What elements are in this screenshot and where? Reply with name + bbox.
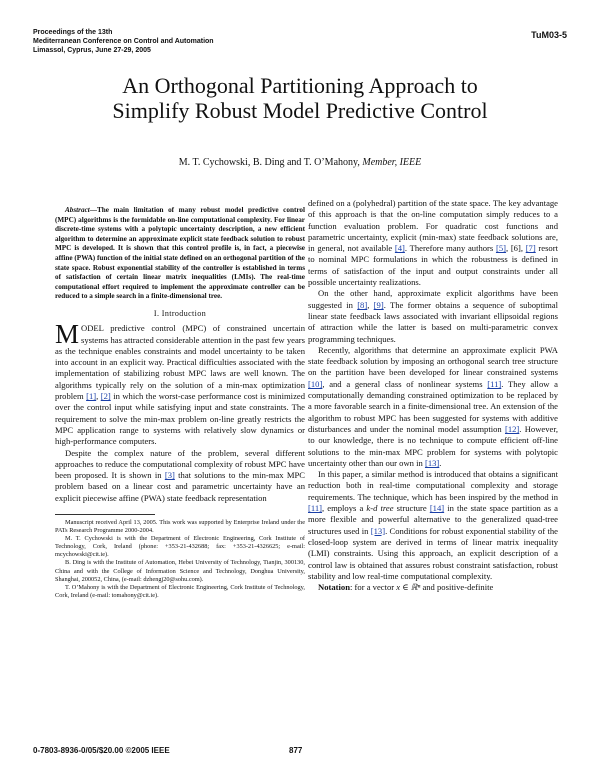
footnote-author-1: M. T. Cychowski is with the Department o…	[55, 535, 305, 559]
left-column: Abstract—The main limitation of many rob…	[55, 206, 305, 600]
intro-p2-text-a: Despite the complex nature of the proble…	[55, 447, 305, 481]
paper-title: An Orthogonal Partitioning Approach to S…	[0, 73, 600, 123]
right-paragraph-4: In this paper, a similar method is intro…	[308, 469, 558, 582]
proceedings-line-2: Mediterranean Conference on Control and …	[33, 38, 214, 45]
proceedings-header: Proceedings of the 13th Mediterranean Co…	[33, 28, 214, 55]
drop-cap: M	[55, 319, 80, 350]
citation-link[interactable]: [13]	[370, 525, 386, 536]
right-p4-text-a: In this paper, a similar method is intro…	[308, 469, 558, 502]
citation-link[interactable]: [12]	[504, 423, 520, 434]
author-membership: Member, IEEE	[362, 157, 422, 168]
isbn-footer: 0-7803-8936-0/05/$20.00 ©2005 IEEE	[33, 746, 170, 755]
right-p3-text-a: Recently, algorithms that determine an a…	[308, 344, 558, 378]
proceedings-line-1: Proceedings of the 13th	[33, 29, 113, 36]
footnote-author-3: T. O’Mahony is with the Department of El…	[55, 583, 305, 599]
page-number: 877	[289, 746, 303, 755]
right-p1-text-a: defined on a (polyhedral) partition of t…	[308, 198, 558, 254]
kd-tree-term: k-d tree	[366, 503, 394, 514]
citation-link[interactable]: [8]	[357, 299, 368, 310]
right-p2-text-a: On the other hand, approximate explicit …	[308, 288, 558, 310]
citation-link[interactable]: [5]	[495, 243, 506, 254]
section-heading-introduction: I. Introduction	[153, 308, 207, 318]
intro-p1-text-c: in which the worst-case performance cost…	[55, 391, 305, 447]
notation-label: Notation	[318, 582, 350, 593]
session-code: TuM03-5	[531, 30, 567, 40]
right-paragraph-1: defined on a (polyhedral) partition of t…	[308, 198, 558, 288]
citation-link[interactable]: [2]	[100, 391, 111, 402]
citation-link[interactable]: [10]	[308, 378, 323, 389]
right-p3-text-d: . However, to our knowledge, there is no…	[308, 423, 558, 468]
right-p5-text-a: : for a vector	[350, 582, 397, 593]
citation-link[interactable]: [3]	[164, 470, 175, 481]
intro-p1-text-b: ,	[96, 391, 101, 402]
abstract: Abstract—The main limitation of many rob…	[55, 206, 305, 302]
right-p4-text-b: , employs a	[322, 503, 367, 514]
footnote-divider	[55, 513, 155, 515]
intro-paragraph-2: Despite the complex nature of the proble…	[55, 448, 305, 504]
title-line-2: Simplify Robust Model Predictive Control	[112, 98, 488, 123]
proceedings-line-3: Limassol, Cyprus, June 27-29, 2005	[33, 47, 151, 54]
right-p3-text-c: . They allow a computationally demanding…	[308, 378, 558, 434]
citation-link[interactable]: [13]	[424, 457, 440, 468]
right-column: defined on a (polyhedral) partition of t…	[308, 198, 558, 593]
right-p3-text-b: , and a general class of nonlinear syste…	[322, 378, 488, 389]
right-p2-text-c: . The former obtains a sequence of subop…	[308, 299, 559, 344]
right-paragraph-3: Recently, algorithms that determine an a…	[308, 345, 558, 469]
author-names: M. T. Cychowski, B. Ding and T. O’Mahony…	[178, 157, 363, 168]
abstract-text: —The main limitation of many robust mode…	[55, 206, 305, 301]
citation-link[interactable]: [9]	[373, 299, 384, 310]
math-vector: x ∈ ℝⁿ	[396, 582, 421, 593]
abstract-label: Abstract	[65, 206, 90, 214]
footnote-author-2: B. Ding is with the Institute of Automat…	[55, 559, 305, 583]
right-paragraph-5: Notation: for a vector x ∈ ℝⁿ and positi…	[308, 582, 558, 593]
citation-link[interactable]: [11]	[487, 378, 502, 389]
citation-link[interactable]: [14]	[429, 503, 445, 514]
right-p4-text-d: in the state space partition as a more f…	[308, 503, 558, 536]
intro-p1-text-a: ODEL predictive control (MPC) of constra…	[55, 323, 305, 402]
citation-link[interactable]: [11]	[308, 503, 322, 514]
footnote-manuscript: Manuscript received April 13, 2005. This…	[55, 518, 305, 535]
right-p5-text-b: and positive-definite	[420, 582, 494, 593]
right-paragraph-2: On the other hand, approximate explicit …	[308, 288, 558, 344]
right-p4-text-e: . Conditions for robust exponential stab…	[308, 525, 558, 581]
right-p3-text-e: .	[439, 457, 442, 468]
right-p1-text-d: resort to nominal MPC formulations in wh…	[308, 243, 558, 288]
right-p4-text-c: structure	[393, 503, 430, 514]
citation-link[interactable]: [4]	[394, 243, 405, 254]
right-p2-text-b: ,	[367, 299, 374, 310]
author-line: M. T. Cychowski, B. Ding and T. O’Mahony…	[0, 157, 600, 168]
citation-link[interactable]: [1]	[86, 391, 97, 402]
right-p1-text-c: , [6],	[505, 243, 526, 254]
footnotes: Manuscript received April 13, 2005. This…	[55, 519, 305, 600]
intro-p2-text-b: that solutions to the min-max MPC proble…	[55, 470, 305, 503]
title-line-1: An Orthogonal Partitioning Approach to	[122, 73, 478, 98]
citation-link[interactable]: [7]	[525, 243, 536, 254]
right-p1-text-b: . Therefore many authors	[404, 243, 496, 254]
